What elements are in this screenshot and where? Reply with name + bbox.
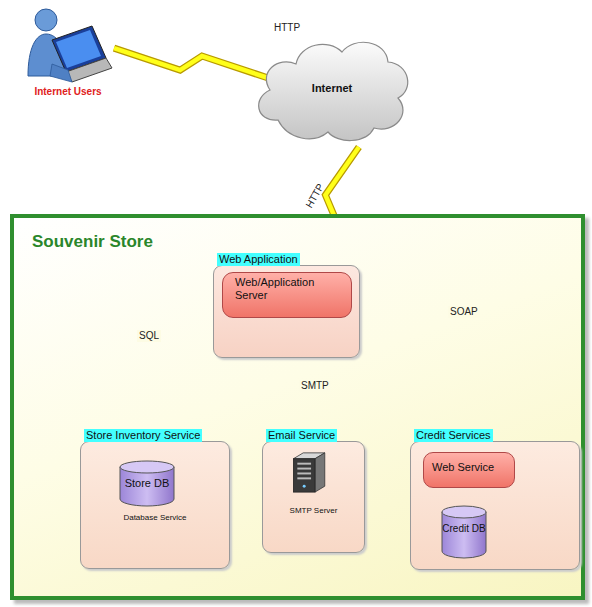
node-label: Internet Users	[22, 86, 114, 97]
component-heading: Store Inventory Service	[84, 429, 202, 442]
internet-cloud: Internet	[248, 32, 416, 147]
protocol-label: HTTP	[272, 22, 302, 34]
component-heading: Web Application	[217, 253, 300, 266]
database-cylinder: Credit DB	[441, 505, 487, 558]
component-box: Store Inventory ServiceDatabase ServiceS…	[80, 441, 230, 569]
node-caption: Database Service	[81, 513, 229, 523]
database-cylinder: Store DB	[119, 460, 175, 506]
service-box: Web Service	[423, 452, 515, 488]
node-label: Credit DB	[441, 523, 487, 535]
node-label: Web/Application Server	[235, 276, 335, 302]
server-shape	[263, 442, 364, 552]
server-box: Web/Application Server	[222, 272, 352, 318]
node-label: Web Service	[432, 461, 494, 473]
connector-label: SOAP	[448, 306, 480, 318]
http-lightning	[114, 48, 268, 78]
node-caption: SMTP Server	[263, 506, 364, 515]
component-heading: Email Service	[266, 429, 337, 442]
user-icon: Internet Users	[22, 4, 114, 102]
node-label: Store DB	[119, 477, 175, 490]
region-title: Souvenir Store	[32, 232, 153, 252]
component-box: Credit ServicesWeb ServiceCredit DB	[410, 441, 580, 570]
connector-label: SMTP	[299, 380, 331, 392]
connector-label: SQL	[137, 330, 161, 342]
system-boundary: Souvenir StoreWeb ApplicationWeb/Applica…	[10, 214, 585, 600]
component-box: Email ServiceSMTP Server	[262, 441, 365, 553]
component-box: Web ApplicationWeb/Application Server	[213, 265, 360, 358]
component-heading: Credit Services	[414, 429, 493, 442]
node-label: Internet	[248, 82, 416, 94]
